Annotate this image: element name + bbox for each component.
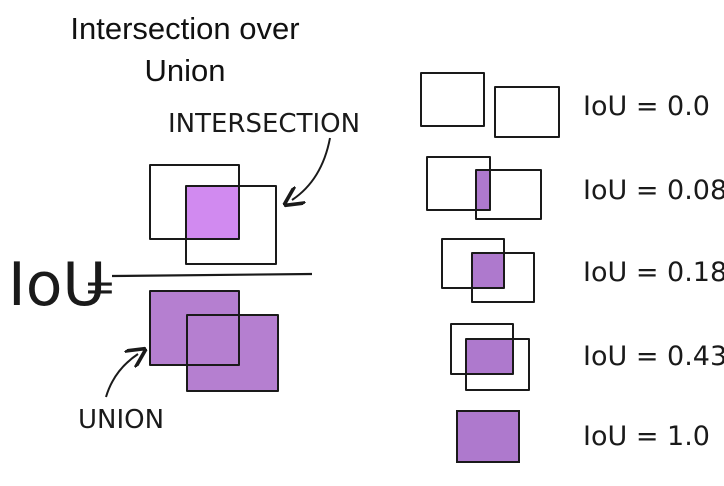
example-1-label: IoU = 0.0: [583, 91, 710, 122]
title-line-2: Union: [144, 53, 226, 88]
union-arrow: [105, 354, 138, 398]
example-4-box-b: [465, 338, 530, 391]
union-box-b-outline: [186, 314, 279, 392]
example-4-box-a: [450, 323, 514, 375]
denominator-union-boxes: [149, 290, 279, 392]
union-fill-b: [187, 315, 278, 391]
iou-lhs-text: IoU: [8, 250, 106, 320]
example-2-overlap: [476, 170, 490, 210]
example-3-overlap: [472, 253, 504, 288]
example-2-box-b: [475, 169, 542, 220]
example-4-label: IoU = 0.43: [583, 341, 724, 372]
example-iou-0-0: IoU = 0.0: [420, 72, 710, 138]
example-5-label: IoU = 1.0: [583, 421, 710, 452]
diagram-title: Intersection over Union: [20, 8, 350, 92]
union-box-a-outline: [149, 290, 240, 366]
example-iou-0-08: IoU = 0.08: [426, 156, 724, 220]
intersection-fill: [186, 186, 239, 239]
example-4-overlap: [466, 339, 513, 374]
box-b-outline: [185, 185, 277, 265]
example-1-box-a: [420, 72, 485, 127]
numerator-intersection-boxes: [149, 164, 277, 265]
example-3-label: IoU = 0.18: [583, 257, 724, 288]
fraction-bar: [111, 272, 313, 278]
example-iou-0-43: IoU = 0.43: [450, 323, 724, 391]
intersection-label: INTERSECTION: [168, 109, 360, 139]
example-5-box: [456, 410, 520, 463]
example-2-box-a: [426, 156, 491, 211]
example-2-label: IoU = 0.08: [583, 175, 724, 206]
union-label: UNION: [78, 405, 164, 435]
example-1-box-b: [494, 86, 560, 138]
example-3-box-b: [471, 252, 535, 303]
box-a-outline: [149, 164, 240, 240]
title-line-1: Intersection over: [70, 11, 300, 46]
equals-sign: =: [84, 265, 116, 309]
intersection-arrow: [292, 137, 331, 200]
example-iou-1-0: IoU = 1.0: [456, 410, 710, 463]
example-iou-0-18: IoU = 0.18: [441, 238, 724, 303]
